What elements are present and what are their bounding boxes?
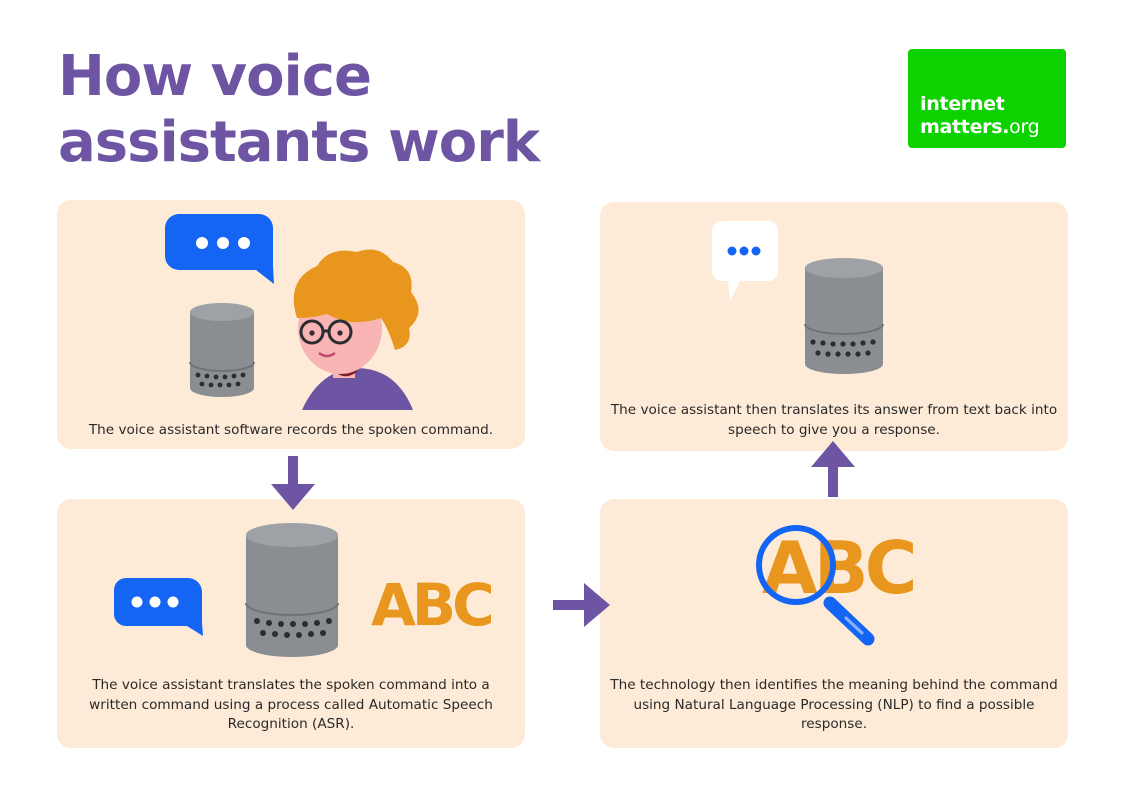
smart-speaker-icon [245,523,339,657]
step-asr-panel: ABC The voice assistant translates the s… [57,499,525,748]
page-title: How voice assistants work [58,44,540,176]
step-record-illustration [165,214,419,410]
abc-text: ABC [371,571,491,639]
logo-line-2: matters.org [920,116,1040,138]
step-nlp-caption: The technology then identifies the meani… [610,677,1058,732]
logo-dot: . [1002,116,1010,138]
step-asr-caption: The voice assistant translates the spoke… [89,677,493,732]
logo-matters: matters [920,116,1003,138]
logo-line-1: internet [920,93,1005,115]
logo-org: org [1009,116,1040,138]
magnifying-glass-icon [756,525,875,646]
person-icon [293,249,419,410]
arrow-up-icon [811,441,855,497]
step-record-caption: The voice assistant software records the… [88,422,494,438]
step-response-illustration [712,221,884,374]
abc-text: ABC [762,526,914,610]
step-response-panel: The voice assistant then translates its … [600,202,1068,451]
title-line-1: How voice [58,44,372,109]
speech-bubble-icon [165,214,274,284]
title-line-2: assistants work [58,110,540,175]
arrow-right-icon [553,583,610,627]
smart-speaker-icon [189,303,255,397]
step-nlp-illustration: ABC [756,525,918,646]
internet-matters-logo[interactable]: internet matters.org [908,49,1066,148]
step-record-panel: The voice assistant software records the… [57,200,525,449]
arrow-down-icon [271,456,315,510]
speech-bubble-icon [712,221,778,301]
step-asr-illustration: ABC [114,523,495,657]
smart-speaker-icon [804,258,884,374]
step-response-caption: The voice assistant then translates its … [610,402,1058,438]
step-nlp-panel: ABC The technology then identifies the m… [600,499,1068,748]
speech-bubble-icon [114,578,203,636]
